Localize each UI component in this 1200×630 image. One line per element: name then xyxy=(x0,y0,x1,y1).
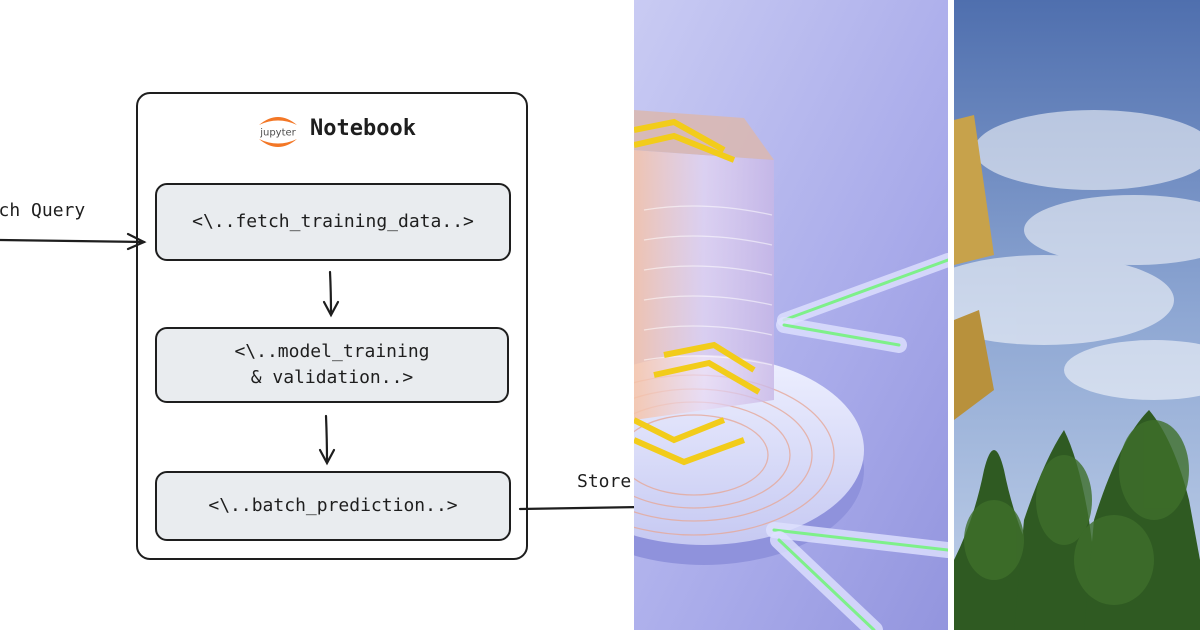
step-model-training: <\..model_training & validation..> xyxy=(155,327,509,403)
photo-illustration xyxy=(954,0,1200,630)
arrow-step2-to-step3 xyxy=(318,414,336,466)
jupyter-logo-icon: jupyter xyxy=(259,117,297,147)
notebook-title: Notebook xyxy=(310,116,416,141)
input-arrow xyxy=(0,232,147,251)
abstract-3d-render xyxy=(634,0,948,630)
sky-trees-photo xyxy=(954,0,1200,630)
render-illustration xyxy=(634,0,948,630)
step-fetch-training-data: <\..fetch_training_data..> xyxy=(155,183,511,261)
input-label: Batch Query xyxy=(0,200,86,221)
output-label: Store xyxy=(577,471,632,492)
arrow-step1-to-step2 xyxy=(322,270,340,318)
panel-divider xyxy=(948,0,954,630)
jupyter-logo-text: jupyter xyxy=(259,128,296,139)
diagram-arrows xyxy=(0,232,634,511)
notebook-container xyxy=(136,92,528,560)
output-line xyxy=(518,505,634,511)
step-batch-prediction: <\..batch_prediction..> xyxy=(155,471,511,541)
architecture-diagram: jupyter Notebook <\..fetch_training_data… xyxy=(0,92,634,560)
